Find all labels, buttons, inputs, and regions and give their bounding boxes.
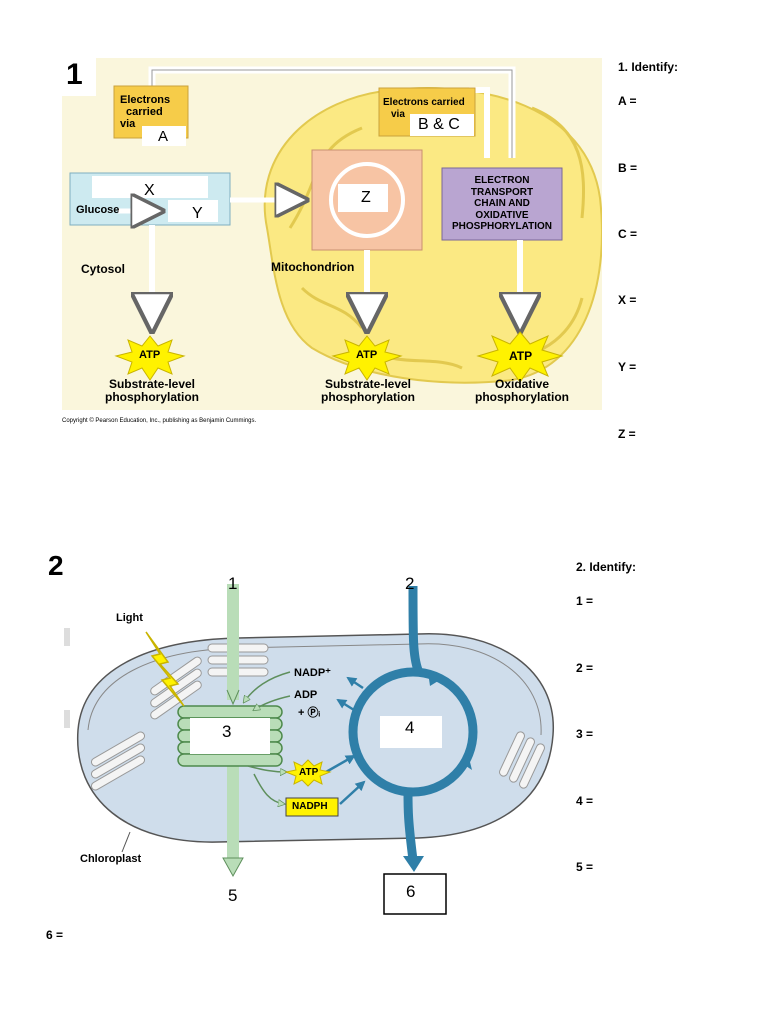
question-2-item: 4 = — [576, 794, 594, 808]
figure-2-number: 2 — [48, 550, 64, 581]
arrow-adp-to-light — [254, 695, 291, 710]
arrow-light-to-nadph — [253, 773, 284, 804]
electrons-via-bc-label: Electrons carried via — [383, 97, 465, 121]
question-2-item-6: 6 = — [46, 928, 64, 942]
nadph-box — [285, 797, 339, 817]
figure-1-number: 1 — [66, 58, 83, 91]
label-6: 6 — [406, 882, 416, 901]
atp-burst — [284, 759, 332, 787]
arrow-light-to-atp — [247, 765, 286, 772]
arrow-nadp-to-light — [244, 671, 291, 702]
outcome-1: Substrate-level phosphorylation — [92, 378, 212, 404]
outcome-line: Substrate-level — [108, 377, 196, 391]
light-label: Light — [116, 612, 143, 624]
blank-y-box — [168, 200, 218, 222]
arrow-atp-to-calvin — [325, 754, 356, 774]
calvin-cycle-ring — [348, 667, 478, 797]
arrow-calvin-to-nadp — [346, 676, 364, 690]
label-3: 3 — [222, 722, 232, 741]
label-5: 5 — [228, 886, 238, 905]
question-1-item: B = — [618, 161, 638, 175]
question-1-item: Y = — [618, 360, 637, 374]
blank-4-box — [380, 716, 442, 748]
atp-label: ATP — [299, 767, 319, 778]
blank-bc-label: B & C — [418, 116, 460, 133]
edge-mark — [64, 710, 70, 728]
atp-label-2: ATP — [356, 349, 378, 361]
atp-burst-1 — [114, 335, 186, 381]
question-2-item: 1 = — [576, 594, 594, 608]
blank-a-box — [142, 126, 186, 146]
adp-label: ADP — [294, 689, 318, 701]
figure-1-number-bg — [62, 58, 96, 96]
question-2-item: 2 = — [576, 661, 594, 675]
edge-mark — [64, 628, 70, 646]
question-1-item: C = — [618, 227, 638, 241]
arrow-calvin-to-adp — [336, 698, 355, 712]
thylakoid-stacks-decor — [90, 643, 545, 791]
electrons-via-a-label: Electrons carried via — [120, 94, 170, 130]
etc-line: TRANSPORT — [470, 186, 534, 198]
question-1-item: Z = — [618, 427, 636, 441]
etc-line: PHOSPHORYLATION — [451, 221, 552, 232]
outcome-line: Substrate-level — [324, 377, 412, 391]
light-bolt-icon — [145, 631, 185, 707]
electrons-via-a-line: carried — [126, 106, 163, 118]
label-4: 4 — [405, 718, 415, 737]
question-1-item: A = — [618, 94, 637, 108]
blank-3-box — [190, 718, 270, 754]
questions-2-title: 2. Identify: — [576, 560, 637, 574]
etc-line: ELECTRON — [474, 175, 530, 186]
copyright-text: Copyright © Pearson Education, Inc., pub… — [62, 418, 257, 424]
question-1-item: X = — [618, 293, 637, 307]
chloroplast-leader — [121, 831, 131, 853]
chloroplast-label: Chloroplast — [80, 853, 142, 865]
outcome-2: Substrate-level phosphorylation — [308, 378, 428, 404]
blank-z-box — [338, 184, 388, 212]
label-1: 1 — [228, 574, 238, 593]
etc-label: ELECTRON TRANSPORT CHAIN AND OXIDATIVE P… — [442, 175, 562, 233]
electrons-via-a-line: via — [120, 118, 136, 130]
mitochondrion-label: Mitochondrion — [271, 260, 355, 274]
atp-label-1: ATP — [139, 349, 161, 361]
outcome-line: Oxidative — [494, 377, 550, 391]
blank-y-label: Y — [192, 205, 203, 222]
figure-2-diagram — [64, 584, 554, 915]
cytosol-label: Cytosol — [81, 262, 126, 276]
outcome-line: phosphorylation — [475, 390, 569, 404]
question-2-item: 5 = — [576, 860, 594, 874]
electrons-via-a-line: Electrons — [120, 94, 171, 106]
electrons-via-bc-line: Electrons carried — [383, 97, 465, 108]
etc-line: CHAIN AND — [474, 198, 530, 209]
nadph-label: NADPH — [292, 801, 328, 812]
blank-bc-box — [410, 114, 474, 136]
nadp-label: NADP⁺ — [294, 667, 331, 679]
blank-a-label: A — [158, 128, 169, 145]
blank-z-label: Z — [361, 189, 371, 206]
question-2-item: 3 = — [576, 727, 594, 741]
outcome-line: phosphorylation — [105, 390, 199, 404]
questions-1-title: 1. Identify: — [618, 60, 679, 74]
etc-line: OXIDATIVE — [475, 209, 529, 221]
arrow-output-6 — [403, 791, 418, 861]
electrons-via-bc-line: via — [391, 109, 405, 120]
label-2: 2 — [405, 574, 415, 593]
krebs-cycle-circle — [329, 162, 405, 238]
pi-label: + Ⓟᵢ — [298, 707, 321, 719]
blank-6-box — [383, 873, 447, 915]
blank-x-box — [92, 176, 208, 198]
glucose-label: Glucose — [76, 204, 120, 216]
outcome-3: Oxidative phosphorylation — [462, 378, 582, 404]
etc-box — [441, 167, 563, 241]
atp-burst-2 — [331, 335, 403, 381]
arrow-input-2 — [408, 585, 423, 672]
outcome-line: phosphorylation — [321, 390, 415, 404]
blank-x-label: X — [144, 182, 155, 199]
figure-1-diagram — [62, 58, 602, 410]
arrow-nadph-to-calvin — [339, 780, 366, 805]
atp-burst-3 — [476, 331, 564, 383]
atp-label-3: ATP — [509, 349, 533, 363]
